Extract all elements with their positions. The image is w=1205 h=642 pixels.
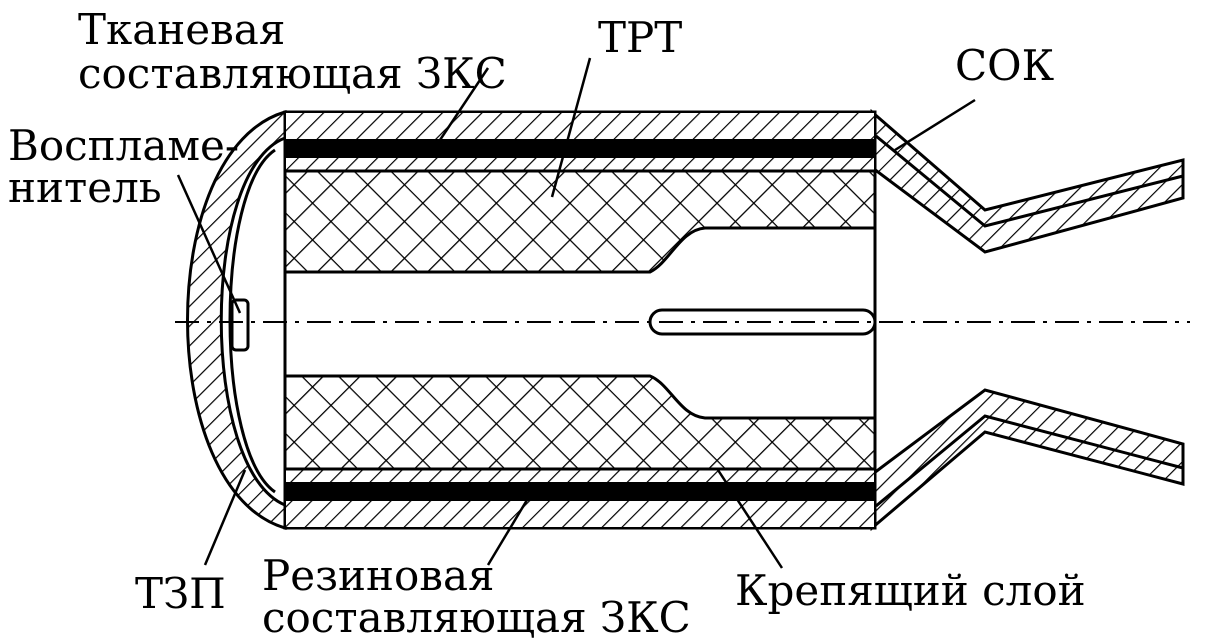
label-igniter-line1: Воспламе- bbox=[8, 121, 239, 170]
label-tzp: ТЗП bbox=[135, 569, 226, 618]
label-rubber-zks-line2: составляющая ЗКС bbox=[262, 593, 691, 642]
nozzle bbox=[868, 108, 1185, 532]
label-tissue-zks-line1: Тканевая bbox=[78, 5, 285, 54]
label-bonding-layer: Крепящий слой bbox=[735, 566, 1086, 615]
label-trt: ТРТ bbox=[598, 13, 682, 62]
propellant-grain bbox=[283, 169, 877, 471]
igniter bbox=[230, 298, 250, 352]
label-igniter-line2: нитель bbox=[8, 163, 162, 212]
leader-lines bbox=[176, 57, 976, 569]
label-rubber-zks-line1: Резиновая bbox=[262, 551, 494, 600]
label-tissue-zks-line2: составляющая ЗКС bbox=[78, 49, 507, 98]
label-sok: СОК bbox=[955, 41, 1055, 90]
